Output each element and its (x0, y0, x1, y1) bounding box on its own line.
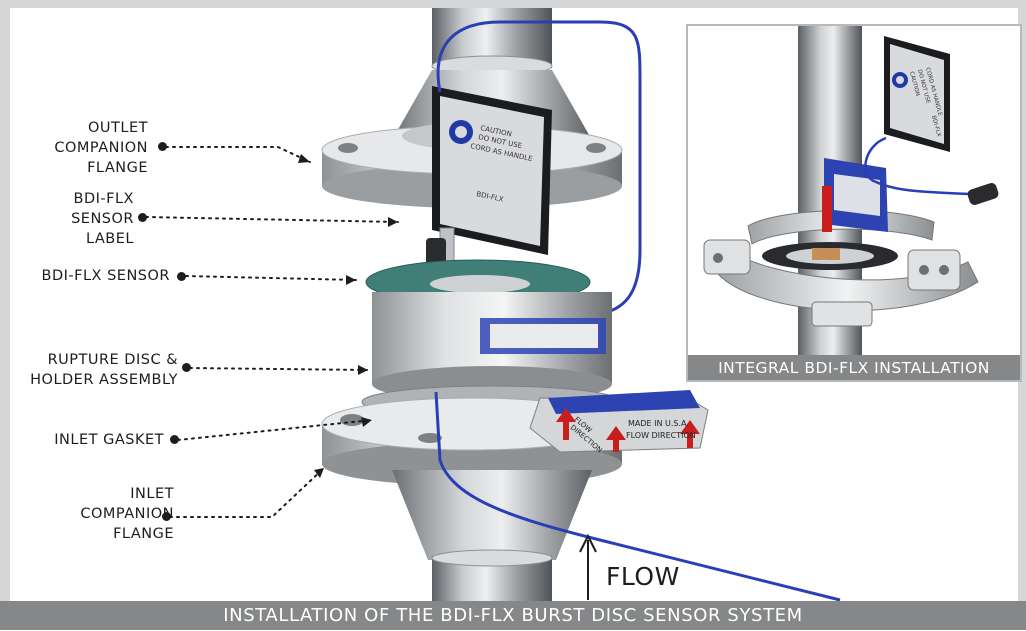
callout-line: FLANGE (113, 526, 174, 542)
callout-dot-gasket (170, 435, 179, 444)
callout-dot-label (138, 213, 147, 222)
tag-right-line-2: FLOW DIRECTION (626, 431, 696, 440)
sensor-cable-top (436, 20, 642, 318)
inset-panel: CAUTION DO NOT USE CORD AS HANDLE BDI-FL… (686, 24, 1022, 382)
leader-arrowheads (298, 154, 398, 478)
sensor-cable-bottom (434, 391, 841, 602)
callout-dot-inlet (162, 512, 171, 521)
inset-card-model: BDI-FLX (930, 115, 941, 138)
callout-rupture-disc-holder: RUPTURE DISC & HOLDER ASSEMBLY (20, 350, 178, 390)
flow-label: FLOW (606, 562, 680, 591)
callout-line: INLET (130, 486, 174, 502)
diagram-caption: INSTALLATION OF THE BDI-FLX BURST DISC S… (0, 601, 1026, 630)
callout-bdi-flx-sensor: BDI-FLX SENSOR (18, 266, 170, 286)
callout-line: LABEL (85, 231, 134, 247)
inset-illustration: CAUTION DO NOT USE CORD AS HANDLE BDI-FL… (703, 26, 999, 366)
callout-outlet-companion-flange: OUTLET COMPANION FLANGE (40, 118, 148, 178)
callout-dot-sensor (177, 272, 186, 281)
leader-lines (145, 146, 399, 518)
sensor-center (430, 275, 530, 293)
callout-line: COMPANION (80, 506, 174, 522)
callout-line: HOLDER ASSEMBLY (30, 372, 178, 388)
callout-dot-rupture (182, 363, 191, 372)
callout-inlet-companion-flange: INLET COMPANION FLANGE (60, 484, 174, 544)
callout-line: INLET GASKET (54, 432, 164, 448)
callout-line: COMPANION (54, 140, 148, 156)
inset-connector (967, 183, 999, 205)
inset-clamp (703, 209, 979, 327)
callout-inlet-gasket: INLET GASKET (30, 430, 164, 450)
inset-cable (864, 136, 971, 196)
tag-right-line-1: MADE IN U.S.A. (628, 419, 689, 428)
inlet-cone (392, 470, 592, 560)
callout-line: BDI-FLX SENSOR (41, 268, 170, 284)
callout-dot-outlet (158, 142, 167, 151)
callout-bdi-flx-sensor-label: BDI-FLX SENSOR LABEL (30, 189, 134, 249)
sensor-label-card (432, 86, 552, 255)
flow-direction-tag (529, 390, 709, 453)
callout-line: BDI-FLX (73, 191, 134, 207)
flow-arrow-head (579, 533, 597, 553)
callout-line: FLANGE (87, 160, 148, 176)
inset-caption: INTEGRAL BDI-FLX INSTALLATION (688, 355, 1020, 380)
callout-line: OUTLET (88, 120, 148, 136)
callout-line: RUPTURE DISC & (47, 352, 178, 368)
callout-line: SENSOR (71, 211, 134, 227)
